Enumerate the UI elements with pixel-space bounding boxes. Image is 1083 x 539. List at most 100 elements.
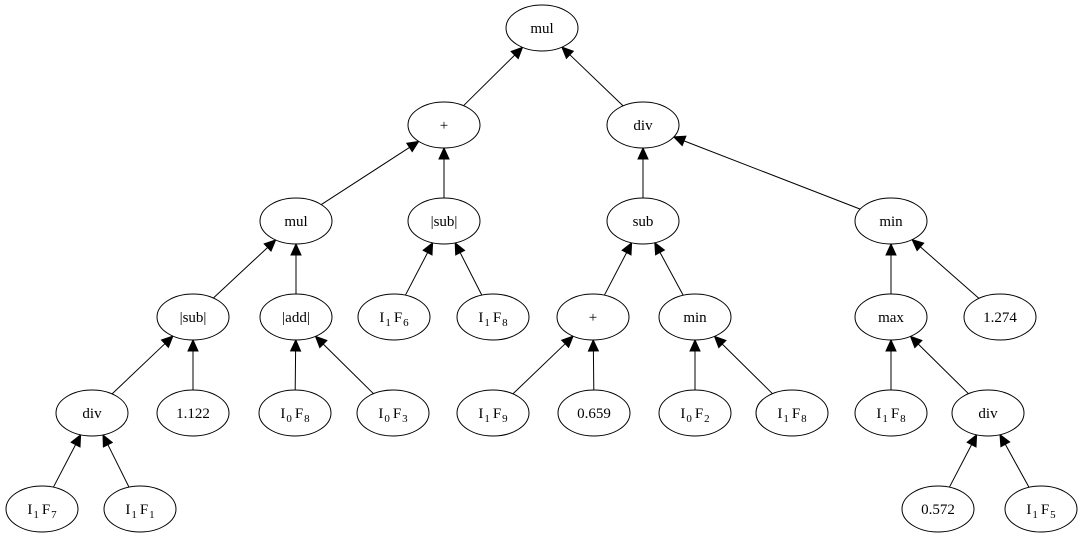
node-label: mul	[530, 21, 553, 37]
node-label: min	[879, 214, 903, 230]
edge-line	[683, 140, 861, 210]
node-ellipse	[854, 389, 928, 437]
tree-node: 1.274	[963, 293, 1037, 341]
node-ellipse	[854, 293, 928, 341]
arrowhead-icon	[621, 241, 633, 256]
arrowhead-icon	[689, 338, 701, 352]
node-label-subscript: 6	[403, 317, 409, 329]
tree-edge	[463, 46, 524, 107]
arrowhead-icon	[102, 433, 114, 448]
edge-line	[603, 252, 628, 296]
node-label-part: I	[777, 406, 782, 422]
edge-line	[322, 343, 374, 395]
edge-line	[213, 247, 268, 299]
node-label-subscript: 0	[286, 413, 292, 425]
node-label-subscript: 1	[484, 413, 490, 425]
node-label-subscript: 1	[385, 317, 391, 329]
tree-node: +	[556, 293, 630, 341]
edge-line	[569, 54, 624, 107]
tree-edge	[654, 241, 684, 296]
node-label: |add|	[282, 310, 310, 326]
arrowhead-icon	[654, 241, 666, 256]
node-ellipse	[55, 389, 129, 437]
node-ellipse	[156, 389, 230, 437]
tree-edge	[637, 146, 649, 198]
node-label: +	[589, 310, 597, 326]
arrowhead-icon	[454, 241, 466, 256]
tree-edge	[713, 335, 773, 395]
tree-node: 1.122	[156, 389, 230, 437]
node-ellipse	[658, 293, 732, 341]
node-label-part: I	[125, 502, 130, 518]
node-label: |sub|	[431, 214, 458, 230]
tree-edge	[603, 241, 633, 296]
node-ellipse	[5, 485, 79, 533]
arrowhead-icon	[561, 46, 575, 60]
tree-node: min	[854, 197, 928, 245]
node-label-part: I	[876, 406, 881, 422]
node-label: div	[633, 118, 653, 134]
arrowhead-icon	[966, 433, 978, 448]
node-label: min	[683, 310, 707, 326]
node-ellipse	[258, 389, 332, 437]
node-label-subscript: 0	[686, 413, 692, 425]
node-label-part: I	[378, 406, 383, 422]
tree-edge	[999, 433, 1030, 488]
node-label-part: F	[493, 310, 501, 326]
tree-node: |add|	[259, 293, 333, 341]
tree-edge	[512, 335, 574, 395]
node-label-part: I	[280, 406, 285, 422]
node-ellipse	[557, 389, 631, 437]
arrowhead-icon	[672, 135, 687, 147]
arrowhead-icon	[422, 241, 434, 256]
tree-edge	[454, 241, 483, 296]
arrowhead-icon	[405, 140, 420, 153]
tree-node: mul	[505, 4, 579, 52]
node-label-subscript: 0	[384, 413, 390, 425]
edge-line	[1004, 444, 1030, 488]
tree-edge	[187, 338, 199, 390]
node-ellipse	[658, 389, 732, 437]
tree-edge	[289, 338, 302, 391]
node-ellipse	[407, 101, 481, 149]
edge-line	[463, 54, 516, 107]
node-ellipse	[103, 485, 177, 533]
node-ellipse	[259, 197, 333, 245]
arrowhead-icon	[160, 335, 174, 349]
node-label-part: F	[493, 406, 501, 422]
edges-layer	[52, 46, 1030, 488]
tree-node: mul	[259, 197, 333, 245]
node-label-part: I	[680, 406, 685, 422]
node-ellipse	[357, 293, 431, 341]
arrowhead-icon	[263, 239, 277, 253]
arrowhead-icon	[999, 433, 1011, 448]
node-label-part: I	[478, 310, 483, 326]
node-label: div	[82, 406, 102, 422]
node-label: sub	[633, 214, 654, 230]
node-label-subscript: 1	[33, 509, 39, 521]
node-label-part: F	[1041, 502, 1049, 518]
node-ellipse	[259, 293, 333, 341]
node-label-subscript: 7	[51, 509, 57, 521]
node-label: |sub|	[180, 310, 207, 326]
node-ellipse	[606, 101, 680, 149]
edge-line	[321, 146, 410, 206]
tree-edge	[438, 146, 450, 198]
arrowhead-icon	[314, 335, 328, 349]
edge-line	[111, 343, 166, 395]
node-label: 1.122	[176, 406, 210, 422]
tree-edge	[909, 335, 969, 395]
node-label-subscript: 2	[704, 413, 710, 425]
